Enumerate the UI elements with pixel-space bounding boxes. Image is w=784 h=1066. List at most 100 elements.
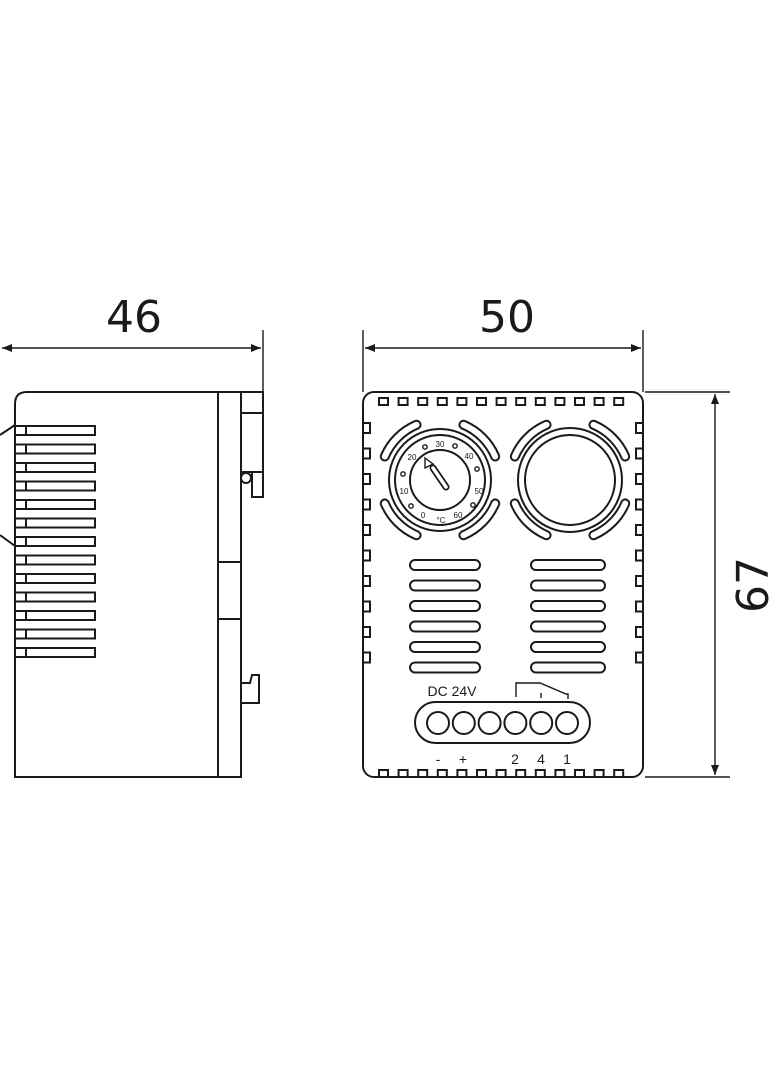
- indicator-window: [509, 419, 631, 541]
- top-notch: [554, 397, 566, 406]
- bottom-notch: [515, 769, 527, 778]
- bottom-notch: [554, 769, 566, 778]
- dimension-width: 50: [362, 292, 644, 392]
- bottom-notch: [417, 769, 429, 778]
- thermostat-dial[interactable]: 0 10 20 30 40 50 60 °C: [379, 419, 501, 541]
- side-body: [14, 391, 219, 778]
- front-vent-slot-right: [530, 559, 606, 571]
- front-vent-slot-left: [409, 661, 481, 674]
- scale-label-50: 50: [475, 487, 484, 496]
- left-notch: [362, 600, 371, 613]
- side-vent-slot: [14, 517, 96, 529]
- right-notch: [635, 600, 644, 613]
- front-vent-slot-right: [530, 661, 606, 674]
- clip-body: [240, 412, 264, 473]
- right-notch: [635, 498, 644, 511]
- dimension-label-67: 67: [728, 557, 779, 613]
- window-outer-ring: [517, 427, 623, 533]
- terminal-screws: [426, 711, 579, 735]
- side-vent-slot: [14, 480, 96, 492]
- side-vent-slot: [14, 536, 96, 547]
- bottom-notch: [397, 769, 409, 778]
- top-notch: [495, 397, 507, 406]
- dial-guard-arcs: [379, 419, 501, 541]
- bottom-notch: [456, 769, 468, 778]
- top-notch: [476, 397, 487, 406]
- front-vent-slot-left: [409, 641, 481, 653]
- scale-label-30: 30: [436, 440, 445, 449]
- front-vent-slot-left: [409, 620, 481, 633]
- window-guard-arcs: [509, 419, 631, 541]
- guard-arc: [588, 419, 631, 462]
- side-vent-slot: [14, 591, 96, 603]
- front-vent-slot-right: [530, 641, 606, 653]
- clip-pin: [240, 472, 252, 484]
- side-vent-slot: [14, 499, 96, 510]
- bottom-notch: [613, 769, 625, 778]
- guard-arc: [458, 498, 501, 541]
- supply-label: DC 24V: [427, 683, 477, 699]
- terminal-screw[interactable]: [451, 711, 476, 735]
- side-vent-slot: [14, 554, 96, 566]
- guard-arc: [379, 419, 422, 462]
- guard-arc: [379, 498, 422, 541]
- top-notch: [574, 397, 585, 406]
- right-notch: [635, 524, 644, 536]
- dimension-height: 67: [645, 391, 779, 778]
- guard-arc: [509, 498, 552, 541]
- front-vents: [409, 559, 606, 674]
- dial-outer-ring: [388, 428, 492, 532]
- side-vent-slot: [14, 462, 96, 473]
- side-bump: [0, 424, 16, 547]
- right-notch: [635, 447, 644, 460]
- guard-arc: [588, 498, 631, 541]
- bottom-notch: [593, 769, 605, 778]
- side-vent-slot: [14, 573, 96, 584]
- front-vent-slot-right: [530, 620, 606, 633]
- top-notch: [515, 397, 527, 406]
- terminal-screw[interactable]: [426, 711, 450, 735]
- scale-label-0: 0: [421, 511, 426, 520]
- scale-label-20: 20: [408, 453, 417, 462]
- relay-contact-symbol: [515, 682, 569, 699]
- pin-label-4: 4: [537, 751, 545, 767]
- left-notch: [362, 447, 371, 460]
- top-notch: [534, 397, 546, 406]
- edge-notches: [362, 397, 644, 778]
- clip-tab: [251, 471, 264, 498]
- right-notch: [635, 575, 644, 587]
- bottom-notch: [574, 769, 585, 778]
- dial-knob: [409, 449, 471, 511]
- front-body: [362, 391, 644, 778]
- din-rail-strip: [217, 391, 242, 778]
- front-vent-slot-left: [409, 559, 481, 571]
- terminal-screw[interactable]: [503, 711, 528, 735]
- front-vent-slot-right: [530, 600, 606, 612]
- bottom-notch: [436, 769, 448, 778]
- rail-hook: [241, 674, 260, 704]
- side-view: [0, 391, 264, 778]
- pointer-triangle-icon: [424, 456, 435, 470]
- side-vent-slot: [14, 425, 96, 436]
- side-vent-slot: [14, 628, 96, 640]
- terminal-screw[interactable]: [555, 711, 579, 735]
- right-notch: [635, 651, 644, 664]
- top-notch: [397, 397, 409, 406]
- top-notch: [417, 397, 429, 406]
- right-notch: [635, 473, 644, 485]
- left-notch: [362, 422, 371, 434]
- right-notch: [635, 549, 644, 562]
- left-notch: [362, 575, 371, 587]
- terminal-screw[interactable]: [529, 711, 554, 735]
- top-notch: [613, 397, 625, 406]
- bottom-notch: [534, 769, 546, 778]
- left-notch: [362, 549, 371, 562]
- side-vent-slot: [14, 443, 96, 455]
- terminal-housing: [414, 701, 591, 744]
- top-notch: [593, 397, 605, 406]
- clip-top: [240, 391, 264, 414]
- front-vent-slot-right: [530, 579, 606, 592]
- bottom-notch: [378, 769, 389, 778]
- terminal-screw[interactable]: [477, 711, 502, 735]
- dimension-label-50: 50: [479, 292, 535, 343]
